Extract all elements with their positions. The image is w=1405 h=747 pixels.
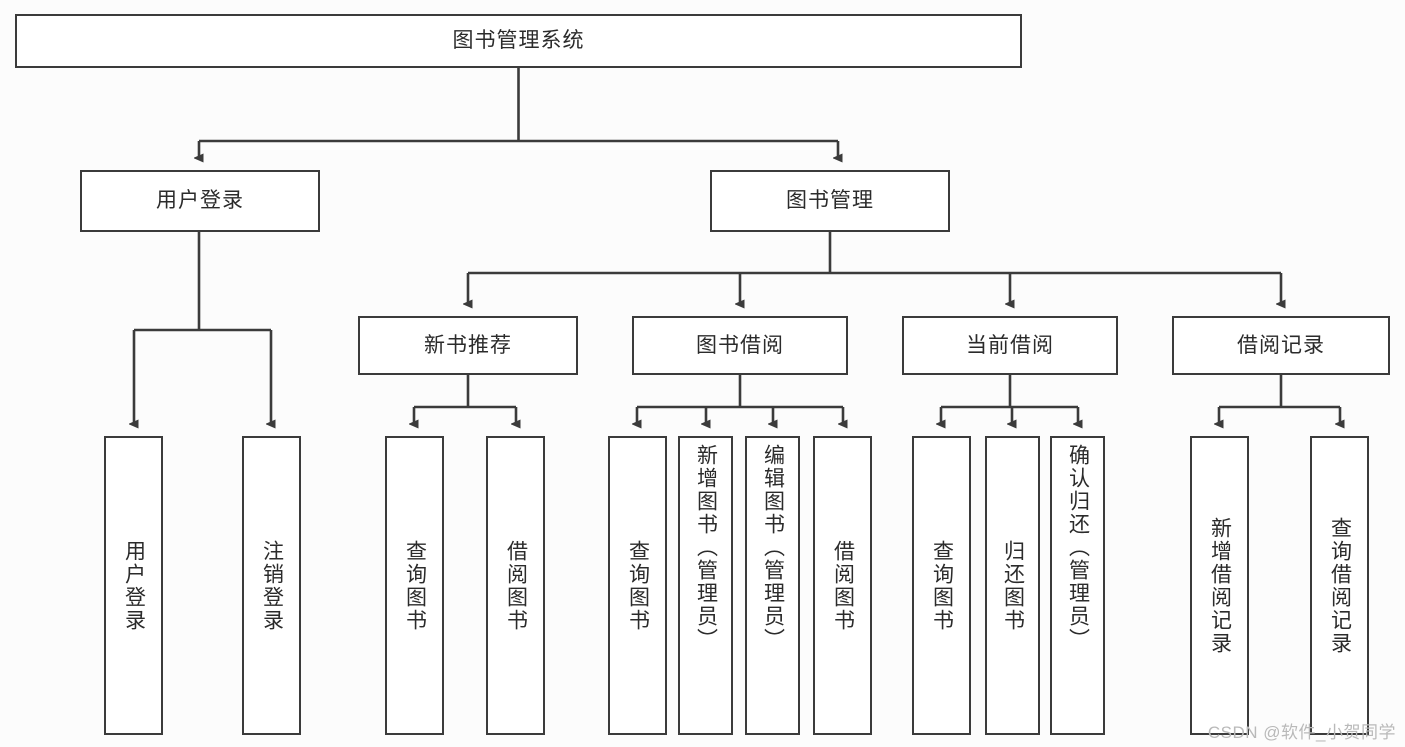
node-book-management-label: 图书管理 — [786, 189, 874, 213]
leaf-borrow-book[interactable]: 借阅图书 — [813, 436, 872, 735]
leaf-query-books-recommend[interactable]: 查询图书 — [385, 436, 444, 735]
leaf-user-login[interactable]: 用户登录 — [104, 436, 163, 735]
leaf-query-books-borrow[interactable]: 查询图书 — [608, 436, 667, 735]
node-book-borrow[interactable]: 图书借阅 — [632, 316, 848, 375]
node-new-book-recommend-label: 新书推荐 — [424, 333, 512, 357]
leaf-borrow-book-label: 借阅图书 — [831, 539, 855, 632]
node-root-label: 图书管理系统 — [452, 29, 585, 53]
leaf-return-book-label: 归还图书 — [1001, 539, 1025, 632]
node-user-login[interactable]: 用户登录 — [80, 170, 320, 232]
leaf-query-borrow-record[interactable]: 查询借阅记录 — [1310, 436, 1369, 735]
node-new-book-recommend[interactable]: 新书推荐 — [358, 316, 578, 375]
node-current-borrow-label: 当前借阅 — [966, 333, 1054, 357]
node-book-borrow-label: 图书借阅 — [696, 333, 784, 357]
leaf-edit-book-admin[interactable]: 编辑图书（管理员） — [745, 436, 800, 735]
node-current-borrow[interactable]: 当前借阅 — [902, 316, 1118, 375]
leaf-return-book[interactable]: 归还图书 — [985, 436, 1040, 735]
leaf-edit-book-admin-label: 编辑图书（管理员） — [761, 444, 785, 651]
leaf-query-books-current-label: 查询图书 — [930, 539, 954, 632]
node-borrow-record[interactable]: 借阅记录 — [1172, 316, 1390, 375]
leaf-add-book-admin-label: 新增图书（管理员） — [694, 444, 718, 651]
leaf-user-login-label: 用户登录 — [122, 539, 146, 632]
node-user-login-label: 用户登录 — [156, 189, 244, 213]
leaf-add-book-admin[interactable]: 新增图书（管理员） — [678, 436, 733, 735]
leaf-confirm-return-admin-label: 确认归还（管理员） — [1066, 444, 1090, 651]
leaf-logout-login[interactable]: 注销登录 — [242, 436, 301, 735]
leaf-query-books-borrow-label: 查询图书 — [626, 539, 650, 632]
leaf-query-borrow-record-label: 查询借阅记录 — [1328, 516, 1352, 655]
leaf-borrow-books-recommend[interactable]: 借阅图书 — [486, 436, 545, 735]
leaf-add-borrow-record[interactable]: 新增借阅记录 — [1190, 436, 1249, 735]
leaf-query-books-recommend-label: 查询图书 — [403, 539, 427, 632]
node-root-system[interactable]: 图书管理系统 — [15, 14, 1022, 68]
node-book-management[interactable]: 图书管理 — [710, 170, 950, 232]
node-borrow-record-label: 借阅记录 — [1237, 333, 1325, 357]
leaf-logout-login-label: 注销登录 — [260, 539, 284, 632]
leaf-add-borrow-record-label: 新增借阅记录 — [1208, 516, 1232, 655]
leaf-borrow-books-recommend-label: 借阅图书 — [504, 539, 528, 632]
csdn-watermark: CSDN @软件_小贺同学 — [1207, 723, 1396, 742]
leaf-query-books-current[interactable]: 查询图书 — [912, 436, 971, 735]
leaf-confirm-return-admin[interactable]: 确认归还（管理员） — [1050, 436, 1105, 735]
